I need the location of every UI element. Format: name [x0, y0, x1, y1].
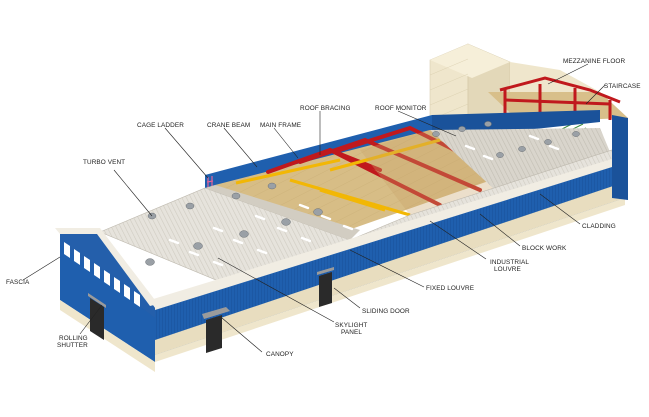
labels: MEZZANINE FLOOR STAIRCASE ROOF BRACING R…	[6, 58, 641, 358]
block-work-band	[155, 182, 625, 355]
roof-monitor-section	[430, 128, 610, 190]
label-mezzanine-floor: MEZZANINE FLOOR	[563, 58, 625, 65]
label-cage-ladder: CAGE LADDER	[137, 122, 184, 129]
label-crane-beam: CRANE BEAM	[207, 122, 250, 129]
label-roof-bracing: ROOF BRACING	[300, 105, 351, 112]
label-staircase: STAIRCASE	[604, 83, 641, 90]
fascia-strip	[150, 155, 628, 310]
label-block-work: BLOCK WORK	[522, 245, 567, 252]
gable-windows	[64, 242, 140, 307]
label-main-frame: MAIN FRAME	[260, 122, 301, 129]
label-fascia: FASCIA	[6, 279, 30, 286]
label-skylight-panel-2: PANEL	[341, 329, 362, 336]
building	[55, 43, 628, 372]
label-industrial-louvre-2: LOUVRE	[494, 266, 521, 273]
label-sliding-door: SLIDING DOOR	[362, 308, 410, 315]
right-end-wall	[612, 115, 628, 200]
label-industrial-louvre-1: INDUSTRIAL	[490, 259, 529, 266]
label-skylight-panel-1: SKYLIGHT	[335, 322, 367, 329]
label-fixed-louvre: FIXED LOUVRE	[426, 285, 474, 292]
crane-beam-members	[235, 138, 441, 217]
sliding-door-opening	[317, 267, 334, 307]
turbo-vents	[145, 121, 580, 266]
label-rolling-shutter-2: SHUTTER	[57, 342, 88, 349]
leader-lines	[22, 63, 606, 353]
label-rolling-shutter-1: ROLLING	[59, 335, 88, 342]
label-roof-monitor: ROOF MONITOR	[375, 105, 427, 112]
left-gable-end	[60, 232, 155, 362]
label-cladding: CLADDING	[582, 223, 616, 230]
rolling-shutter-door	[88, 293, 106, 340]
canopy-door	[202, 307, 230, 353]
label-turbo-vent: TURBO VENT	[83, 159, 125, 166]
label-canopy: CANOPY	[266, 351, 294, 358]
skylight-panels	[168, 134, 560, 267]
